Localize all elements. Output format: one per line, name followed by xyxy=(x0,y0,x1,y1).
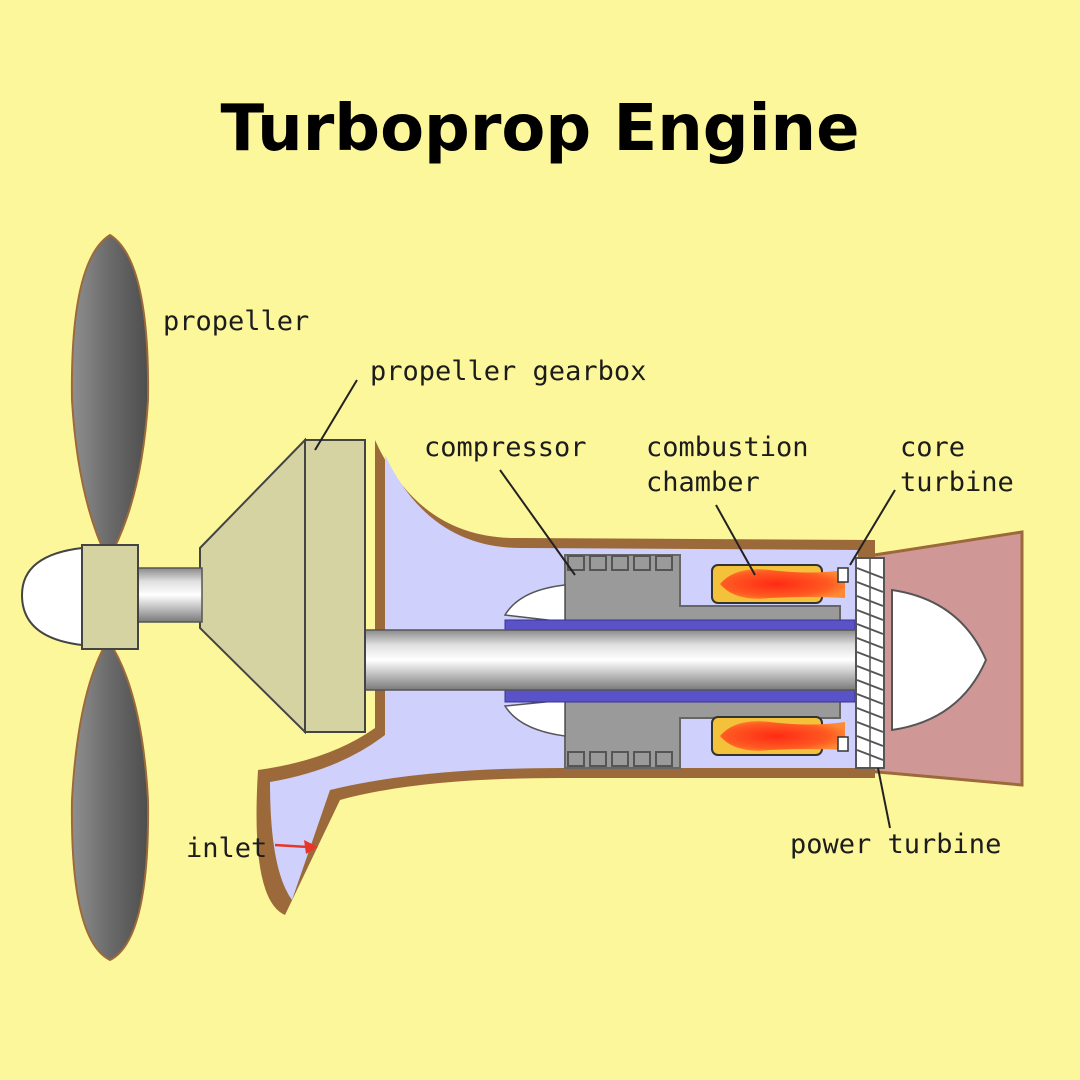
label-inlet: inlet xyxy=(186,833,267,864)
label-core-line1: core xyxy=(900,432,965,463)
propeller-hub xyxy=(81,544,139,650)
label-combustion-line1: combustion xyxy=(646,432,809,463)
combustion-flames xyxy=(711,564,849,756)
leader-lines xyxy=(314,379,896,829)
combustion-chamber xyxy=(503,554,856,769)
label-power-turbine: power turbine xyxy=(790,829,1001,860)
page-title: Turboprop Engine xyxy=(221,92,860,166)
main-shaft xyxy=(364,629,866,691)
propeller-shaft xyxy=(137,567,203,623)
label-combustion-line2: chamber xyxy=(646,467,760,498)
propeller-gearbox-body xyxy=(199,437,366,735)
propeller-blades xyxy=(70,233,150,962)
label-core-line2: turbine xyxy=(900,467,1014,498)
label-propeller-gearbox: propeller gearbox xyxy=(370,356,646,387)
inlet-arrow-icon xyxy=(274,840,318,854)
label-propeller: propeller xyxy=(163,306,309,337)
exhaust-cone xyxy=(891,588,988,732)
label-compressor: compressor xyxy=(424,432,587,463)
turbine-blades xyxy=(855,557,885,769)
propeller-spinner xyxy=(20,546,83,647)
